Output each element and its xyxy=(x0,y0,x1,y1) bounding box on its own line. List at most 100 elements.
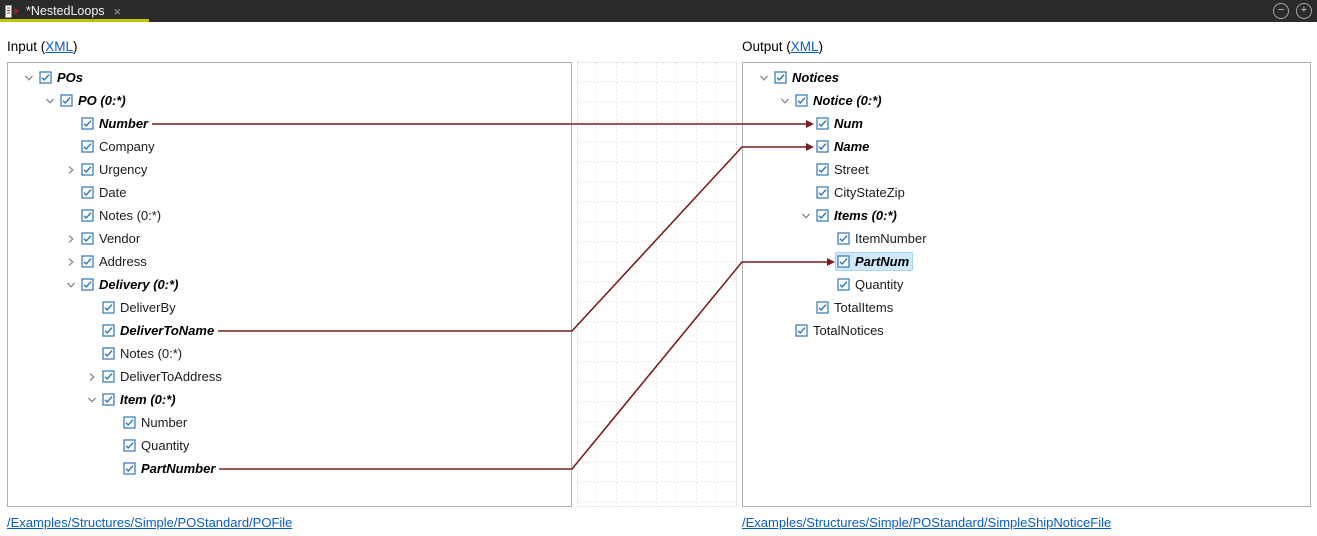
xml-element-icon xyxy=(102,370,115,383)
chevron-spacer xyxy=(797,186,815,200)
tree-item-items[interactable]: Items (0:*) xyxy=(743,204,1310,227)
mapping-document-icon xyxy=(5,4,21,18)
chevron-spacer xyxy=(104,416,122,430)
tree-item-content[interactable]: Item (0:*) xyxy=(101,391,179,408)
input-file-link[interactable]: /Examples/Structures/Simple/POStandard/P… xyxy=(7,515,293,530)
xml-element-icon xyxy=(816,186,829,199)
tree-item-content[interactable]: Street xyxy=(815,161,872,178)
tree-item-content[interactable]: Vendor xyxy=(80,230,143,247)
tree-item-content[interactable]: Notices xyxy=(773,69,842,86)
tab-close-icon[interactable]: × xyxy=(113,3,122,19)
tree-item-totalitems[interactable]: TotalItems xyxy=(743,296,1310,319)
input-xml-link[interactable]: XML xyxy=(45,39,74,54)
chevron-right-icon[interactable] xyxy=(62,255,80,269)
tree-item-item[interactable]: Item (0:*) xyxy=(8,388,571,411)
tree-item-date[interactable]: Date xyxy=(8,181,571,204)
chevron-down-icon[interactable] xyxy=(41,94,59,108)
chevron-right-icon[interactable] xyxy=(62,232,80,246)
chevron-down-icon[interactable] xyxy=(83,393,101,407)
xml-element-icon xyxy=(60,94,73,107)
tree-item-content[interactable]: Notes (0:*) xyxy=(101,345,185,362)
tree-item-item-quantity[interactable]: Quantity xyxy=(8,434,571,457)
tree-item-address[interactable]: Address xyxy=(8,250,571,273)
tree-item-content[interactable]: DeliverBy xyxy=(101,299,179,316)
xml-element-icon xyxy=(123,462,136,475)
output-xml-link[interactable]: XML xyxy=(790,39,819,54)
tree-item-content[interactable]: DeliverToAddress xyxy=(101,368,225,385)
tree-item-content[interactable]: TotalItems xyxy=(815,299,896,316)
output-file-link[interactable]: /Examples/Structures/Simple/POStandard/S… xyxy=(742,515,1112,530)
tree-item-vendor[interactable]: Vendor xyxy=(8,227,571,250)
tab-nestedloops[interactable]: *NestedLoops × xyxy=(0,0,131,22)
tree-item-content[interactable]: Number xyxy=(80,115,151,132)
tree-item-out-quantity[interactable]: Quantity xyxy=(743,273,1310,296)
chevron-right-icon[interactable] xyxy=(62,163,80,177)
tree-item-street[interactable]: Street xyxy=(743,158,1310,181)
tree-item-delivertoaddress[interactable]: DeliverToAddress xyxy=(8,365,571,388)
tree-item-label: Address xyxy=(99,254,147,269)
tree-item-notes-po[interactable]: Notes (0:*) xyxy=(8,204,571,227)
tree-item-label: Quantity xyxy=(141,438,190,453)
tree-item-content[interactable]: Notes (0:*) xyxy=(80,207,164,224)
tree-item-content[interactable]: POs xyxy=(38,69,86,86)
output-pane-header: Output (XML) xyxy=(742,39,823,54)
tree-item-content[interactable]: Company xyxy=(80,138,158,155)
tree-item-content[interactable]: PO (0:*) xyxy=(59,92,129,109)
xml-element-icon xyxy=(123,416,136,429)
chevron-right-icon[interactable] xyxy=(83,370,101,384)
tree-item-content[interactable]: Date xyxy=(80,184,129,201)
tree-item-partnum[interactable]: PartNum xyxy=(743,250,1310,273)
tree-item-content[interactable]: CityStateZip xyxy=(815,184,908,201)
tree-item-content[interactable]: Urgency xyxy=(80,161,150,178)
tree-item-notice[interactable]: Notice (0:*) xyxy=(743,89,1310,112)
mapping-canvas[interactable] xyxy=(577,62,737,507)
tree-item-totalnotices[interactable]: TotalNotices xyxy=(743,319,1310,342)
tree-item-notices[interactable]: Notices xyxy=(743,66,1310,89)
tree-item-content[interactable]: Delivery (0:*) xyxy=(80,276,181,293)
tree-item-content[interactable]: Num xyxy=(815,115,866,132)
tree-item-label: ItemNumber xyxy=(855,231,927,246)
tree-item-content[interactable]: Number xyxy=(122,414,190,431)
tree-item-delivertoname[interactable]: DeliverToName xyxy=(8,319,571,342)
chevron-down-icon[interactable] xyxy=(755,71,773,85)
tree-item-content[interactable]: Quantity xyxy=(836,276,906,293)
tree-item-notes-delivery[interactable]: Notes (0:*) xyxy=(8,342,571,365)
tree-item-content[interactable]: Notice (0:*) xyxy=(794,92,885,109)
tree-item-partnumber[interactable]: PartNumber xyxy=(8,457,571,480)
tree-item-delivery[interactable]: Delivery (0:*) xyxy=(8,273,571,296)
tree-item-itemnumber[interactable]: ItemNumber xyxy=(743,227,1310,250)
tree-item-content[interactable]: Address xyxy=(80,253,150,270)
chevron-spacer xyxy=(104,462,122,476)
tree-item-company[interactable]: Company xyxy=(8,135,571,158)
chevron-down-icon[interactable] xyxy=(62,278,80,292)
tree-item-label: TotalItems xyxy=(834,300,894,315)
tree-item-content[interactable]: Items (0:*) xyxy=(815,207,900,224)
tree-item-pos[interactable]: POs xyxy=(8,66,571,89)
xml-element-icon xyxy=(81,232,94,245)
tree-item-po[interactable]: PO (0:*) xyxy=(8,89,571,112)
tree-item-content[interactable]: ItemNumber xyxy=(836,230,930,247)
tree-item-label: Notes (0:*) xyxy=(120,346,183,361)
tree-item-content[interactable]: DeliverToName xyxy=(101,322,217,339)
chevron-down-icon[interactable] xyxy=(20,71,38,85)
xml-element-icon xyxy=(837,255,850,268)
tree-item-content[interactable]: Name xyxy=(815,138,872,155)
tree-item-deliverby[interactable]: DeliverBy xyxy=(8,296,571,319)
expand-button[interactable]: + xyxy=(1296,3,1312,19)
chevron-down-icon[interactable] xyxy=(797,209,815,223)
tree-item-citystatezip[interactable]: CityStateZip xyxy=(743,181,1310,204)
tree-item-content[interactable]: Quantity xyxy=(122,437,192,454)
chevron-spacer xyxy=(818,255,836,269)
tree-item-content[interactable]: TotalNotices xyxy=(794,322,887,339)
chevron-down-icon[interactable] xyxy=(776,94,794,108)
input-pane-header: Input (XML) xyxy=(7,39,78,54)
tree-item-num[interactable]: Num xyxy=(743,112,1310,135)
tree-item-name[interactable]: Name xyxy=(743,135,1310,158)
tree-item-content[interactable]: PartNumber xyxy=(122,460,218,477)
selected-tree-item-content[interactable]: PartNum xyxy=(834,252,914,271)
tree-item-label: Num xyxy=(834,116,863,131)
tree-item-item-number[interactable]: Number xyxy=(8,411,571,434)
tree-item-number[interactable]: Number xyxy=(8,112,571,135)
collapse-button[interactable]: − xyxy=(1273,3,1289,19)
tree-item-urgency[interactable]: Urgency xyxy=(8,158,571,181)
